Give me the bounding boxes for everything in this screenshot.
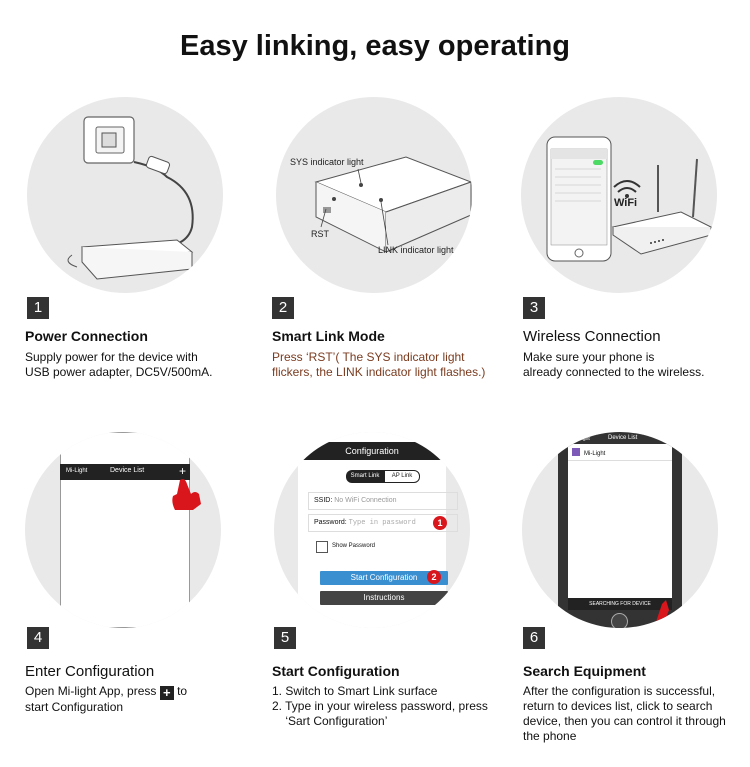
sys-indicator-label: SYS indicator light [290, 157, 364, 167]
power-adapter-illustration [67, 116, 194, 280]
show-password-label: Show Password [332, 543, 376, 549]
start-configuration-button[interactable]: Start Configuration [320, 571, 448, 585]
device-indicator-illustration [314, 156, 472, 253]
ssid-value: No WiFi Connection [334, 497, 397, 504]
step-title: Start Configuration [272, 663, 400, 679]
home-button[interactable] [611, 613, 628, 628]
password-field[interactable]: Password: Type in password [308, 514, 458, 532]
step-title: Smart Link Mode [272, 328, 385, 344]
step-title: Search Equipment [523, 663, 646, 679]
brand-logo: Mi-Light [572, 436, 590, 442]
desc-line: flickers, the LINK indicator light flash… [272, 365, 486, 379]
password-label: Password: [314, 519, 347, 526]
step2-illustration [276, 97, 472, 293]
password-placeholder: Type in password [348, 519, 416, 527]
step-number: 5 [274, 627, 296, 649]
desc-line: Press ‘RST’( The SYS indicator light [272, 350, 465, 364]
ssid-field[interactable]: SSID: No WiFi Connection [308, 492, 458, 510]
brand-logo: Mi-Light [66, 468, 88, 474]
desc-line: the phone [523, 729, 577, 743]
desc-line: USB power adapter, DC5V/500mA. [25, 365, 213, 379]
step-number: 1 [27, 297, 49, 319]
search-device-bar[interactable]: SEARCHING FOR DEVICE [568, 598, 672, 610]
step-title: Wireless Connection [523, 328, 661, 345]
desc-line: device, then you can control it through [523, 714, 726, 728]
step5-illustration: Configuration Smart Link AP Link SSID: N… [274, 432, 470, 628]
plus-icon: + [159, 686, 174, 700]
desc-line: start Configuration [25, 700, 124, 714]
step3-illustration [521, 97, 717, 293]
desc-line: ‘Sart Configuration’ [272, 714, 388, 728]
page-title: Easy linking, easy operating [179, 30, 571, 62]
step-description: Make sure your phone is already connecte… [523, 350, 704, 380]
wifi-label: WiFi [614, 197, 638, 209]
config-header: Configuration [298, 442, 446, 460]
phone-router-illustration [546, 136, 713, 262]
step-description: Open Mi-light App, press + to start Conf… [25, 684, 187, 715]
step-title: Power Connection [25, 328, 148, 344]
add-device-button[interactable]: + [179, 464, 187, 478]
step-description: 1. Switch to Smart Link surface 2. Type … [272, 684, 488, 729]
step4-illustration: Mi-Light Device List + [25, 432, 221, 628]
app-header: Mi-Light Device List [568, 434, 672, 444]
link-indicator-label: LINK indicator light [378, 245, 454, 255]
step-description: Press ‘RST’( The SYS indicator light fli… [272, 350, 485, 380]
step-number: 3 [523, 297, 545, 319]
step-number: 4 [27, 627, 49, 649]
tap-hand-icon [172, 479, 201, 510]
desc-line: 1. Switch to Smart Link surface [272, 684, 438, 698]
desc-line: Supply power for the device with [25, 350, 198, 364]
step6-illustration: Mi-Light Device List Mi-Light SEARCHING … [522, 432, 718, 628]
desc-text: Open Mi-light App, press [25, 684, 157, 698]
step-description: After the configuration is successful, r… [523, 684, 726, 744]
tab-smart-link[interactable]: Smart Link [346, 470, 384, 483]
desc-line: After the configuration is successful, [523, 684, 716, 698]
step1-illustration [27, 97, 223, 293]
tab-ap-link[interactable]: AP Link [384, 470, 420, 483]
desc-line: Open Mi-light App, press + to [25, 684, 187, 700]
header-title: Device List [110, 467, 145, 474]
bulb-icon [572, 448, 580, 456]
device-name: Mi-Light [584, 451, 606, 457]
header-title: Device List [608, 435, 638, 441]
device-list-item[interactable]: Mi-Light [568, 447, 672, 461]
step-description: Supply power for the device with USB pow… [25, 350, 212, 380]
step-number: 2 [272, 297, 294, 319]
desc-line: Make sure your phone is [523, 350, 655, 364]
tap-hand-icon [654, 600, 669, 628]
step-badge: 1 [433, 516, 447, 530]
step-badge: 2 [427, 570, 441, 584]
step-title: Enter Configuration [25, 663, 155, 680]
desc-line: 2. Type in your wireless password, press [272, 699, 488, 713]
rst-label: RST [311, 229, 329, 239]
phone-screen [568, 434, 672, 610]
show-password-checkbox[interactable] [316, 541, 328, 553]
app-header: Mi-Light Device List + [60, 464, 190, 480]
desc-line: already connected to the wireless. [523, 365, 705, 379]
ssid-label: SSID: [314, 497, 333, 504]
desc-text: to [177, 684, 188, 698]
instructions-button[interactable]: Instructions [320, 591, 448, 605]
desc-line: return to devices list, click to search [523, 699, 713, 713]
step-number: 6 [523, 627, 545, 649]
